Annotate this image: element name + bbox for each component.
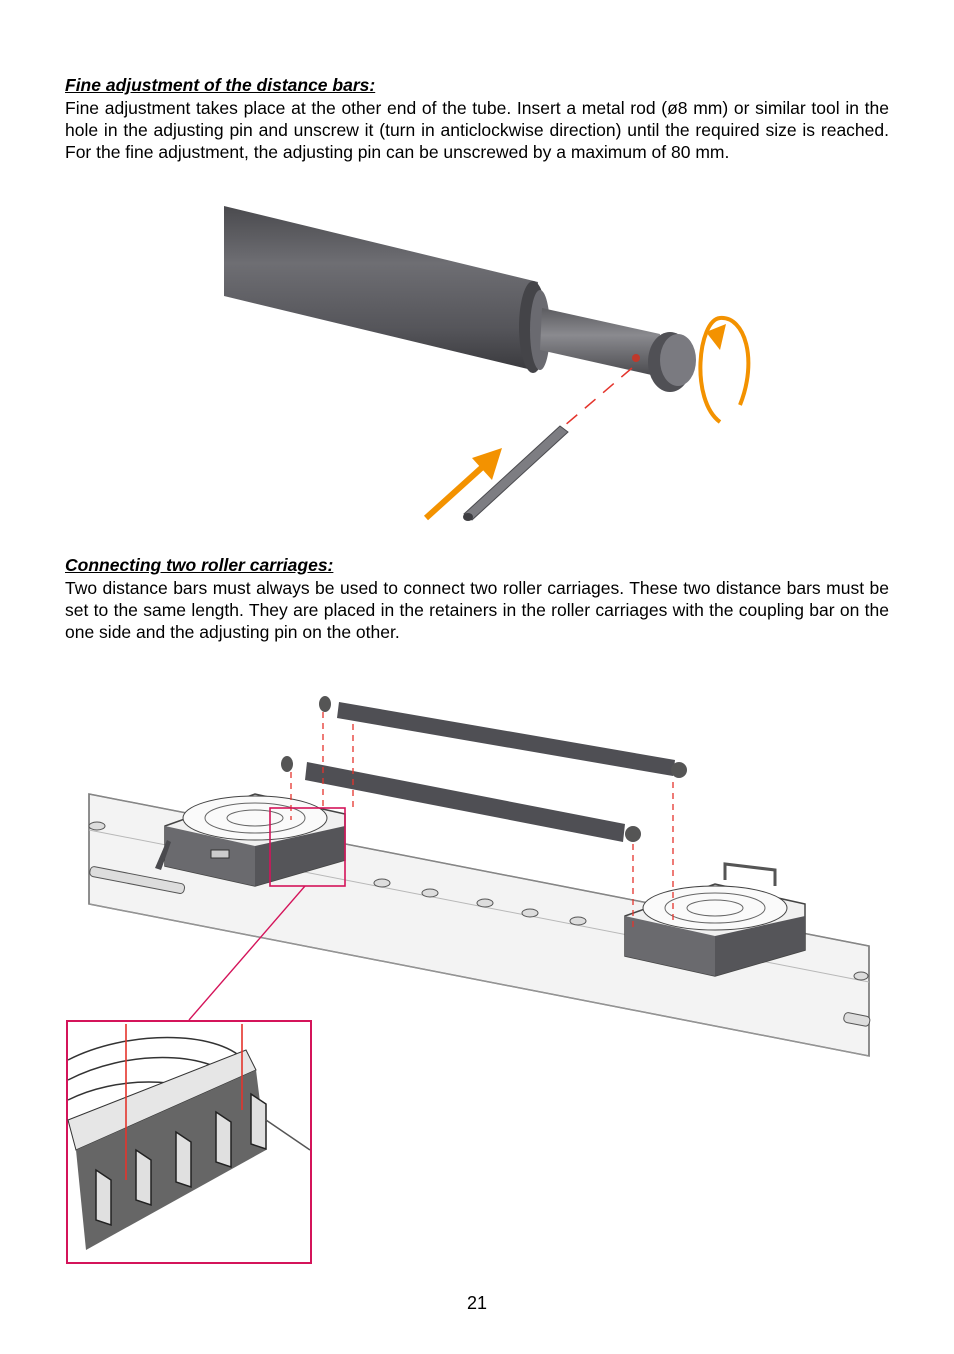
retainer-detail-inset: [66, 1020, 312, 1264]
distance-bar-front: [305, 762, 625, 842]
distance-bar-rear: [337, 702, 675, 776]
detail-leader-line: [188, 885, 306, 1021]
section2-heading: Connecting two roller carriages:: [65, 555, 334, 575]
section1-paragraph: Fine adjustment takes place at the other…: [65, 98, 889, 162]
adjusting-pin-shaft: [540, 308, 660, 376]
page-number: 21: [466, 1293, 488, 1313]
insertion-guide-line: [549, 367, 633, 439]
metal-rod: [463, 425, 569, 521]
pin-hole: [632, 354, 640, 362]
roller-carriage-illustration: [88, 696, 871, 1057]
section1-heading: Fine adjustment of the distance bars:: [65, 75, 376, 95]
tube-body: [224, 206, 538, 370]
rotate-arrow-icon: [698, 316, 751, 424]
placement-guide-lines: [290, 712, 674, 930]
insert-arrow-icon: [423, 459, 491, 521]
section2-paragraph: Two distance bars must always be used to…: [65, 578, 889, 642]
detail-highlight-box: [269, 807, 346, 887]
adjusting-pin-illustration: [224, 206, 751, 521]
right-roller-carriage: [624, 862, 806, 977]
